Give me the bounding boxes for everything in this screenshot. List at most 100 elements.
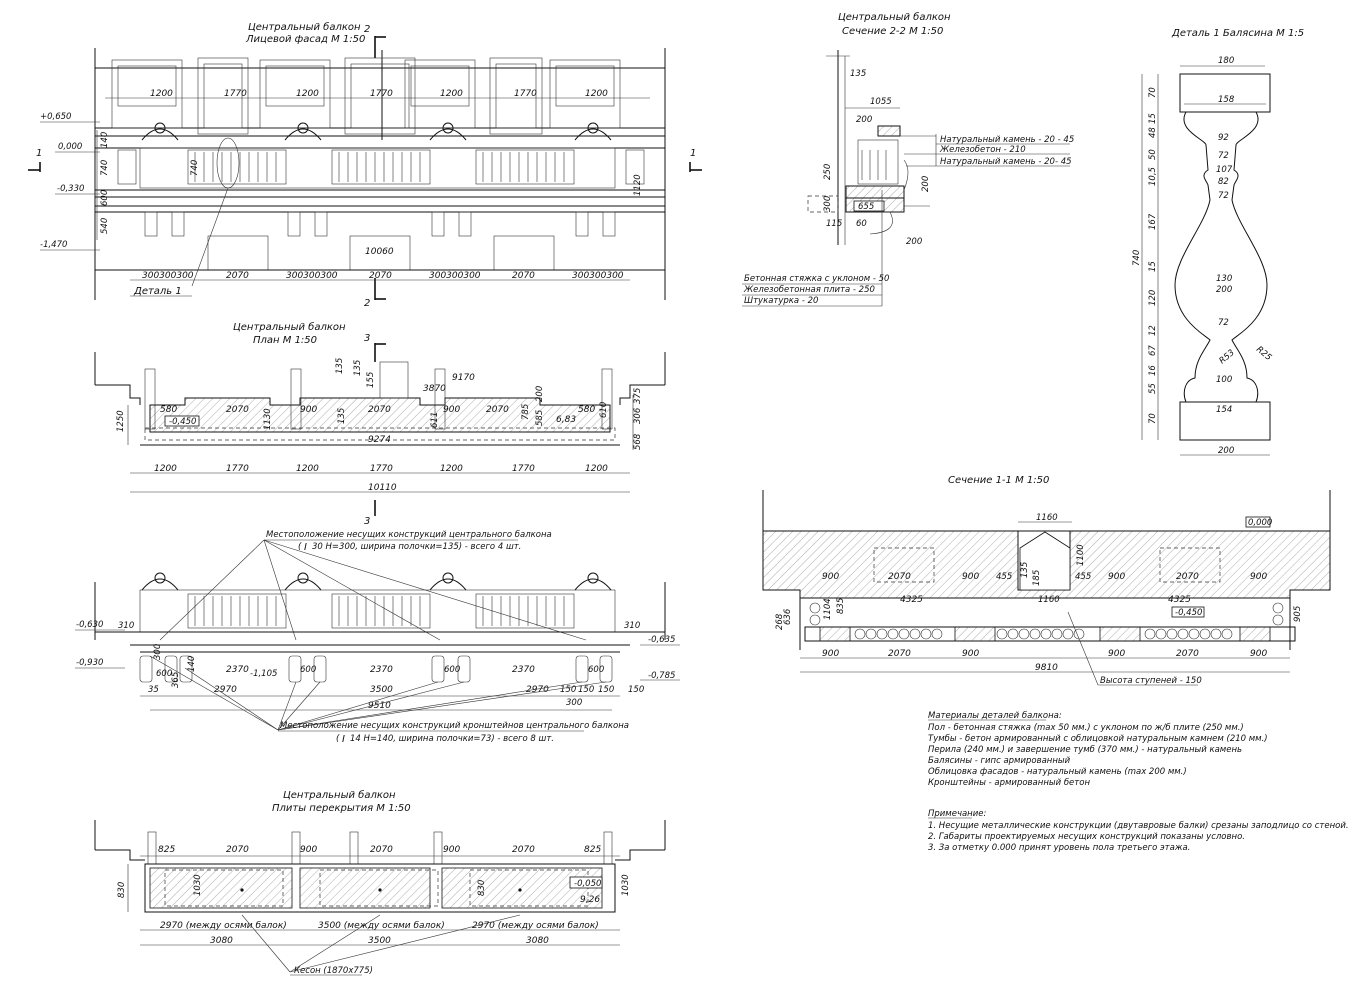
slabs-slope: 9,26 [580,895,600,905]
plan-inner-dim-6: 2070 [486,405,509,415]
bal-radius-1: R53 [1218,348,1237,366]
plan-left-dim: 1250 [116,410,126,432]
slabs-bottom-dim-2a: 3500 (между осями балок) [318,921,445,931]
sec22-dim-4: 250 [823,164,833,180]
bal-width-1: 180 [1218,56,1234,66]
plan-level: -0,450 [169,417,196,427]
supports-level-3: -0,635 [648,635,675,645]
bal-height-6: 167 [1148,213,1158,230]
slabs-top-dim-2: 2070 [226,845,249,855]
facade-window-dim-7: 1200 [585,89,608,99]
i-beam-icon: I [304,542,307,553]
facade-bottom-dim-7: 300300300 [572,271,624,281]
plan-right-dim-3: 375 [633,388,643,404]
slabs-top-dim-3: 900 [300,845,317,855]
notes-line-2: 2. Габариты проектируемых несущих констр… [928,832,1245,842]
supports-level-4: -0,785 [648,671,675,681]
materials-line-5: Облицовка фасадов - натуральный камень (… [928,767,1187,777]
sec11-vert-4: 1104 [823,598,833,620]
facade-left-dim-2: 740 [100,160,110,176]
plan-inner-dim-4: 2070 [368,405,391,415]
facade-detail-label: Деталь 1 [133,286,182,297]
sec11-row-dim-7: 2070 [1176,572,1199,582]
bal-height-5: 10,5 [1148,167,1158,186]
plan-total: 10110 [368,483,397,493]
supports-note-top-paren: ( [298,542,302,552]
facade-level-1: +0,650 [40,112,71,122]
plan-dim-9170: 9170 [452,373,475,383]
sec22-dim-1: 135 [850,69,866,79]
facade-window-dim-3: 1200 [296,89,319,99]
supports-view: Местоположение несущих конструкций центр… [75,530,680,745]
section-mark-1-right: 1 [690,148,696,159]
supports-dim-300: 300 [566,698,582,708]
sec11-bottom-dim-5: 900 [1108,649,1125,659]
sec11-vert-6: 636 [783,608,793,625]
materials-line-2: Тумбы - бетон армированный с облицовкой … [928,734,1268,744]
sec11-row-dim-4: 455 [996,572,1012,582]
plan-view: Центральный балкон План М 1:50 3 3 -0,45… [94,321,666,527]
supports-note-bot-1: Местоположение несущих конструкций кронш… [280,721,629,731]
sec11-dim-4325-a: 4325 [900,595,923,605]
facade-title-2: Лицевой фасад М 1:50 [245,34,365,45]
supports-dim-misc-3: 365 [171,672,181,688]
sec22-dim-7: 115 [826,219,842,229]
plan-inner-dim-3: 900 [300,405,317,415]
sec11-row-dim-8: 900 [1250,572,1267,582]
sec22-callout-1: Натуральный камень - 20 - 45 [940,135,1074,145]
bal-width-13: 200 [1218,446,1234,456]
bal-width-12: 154 [1216,405,1232,415]
sec11-dim-4325-b: 4325 [1168,595,1191,605]
section11-title: Сечение 1-1 М 1:50 [948,475,1049,486]
supports-dim-150-3: 150 [598,685,614,695]
sec22-layer-2: Железобетонная плита - 250 [743,285,875,295]
sec11-vert-7: 268 [775,613,785,630]
facade-left-dim-4: 540 [100,218,110,234]
sec22-dim-10: 200 [906,237,922,247]
supports-level-1: -0,630 [76,620,103,630]
facade-title-1: Центральный балкон [248,21,361,33]
notes-line-3: 3. За отметку 0.000 принят уровень пола … [928,843,1190,853]
plan-vert-dim-6: 200 [535,386,545,402]
notes-heading: Примечание: [928,809,986,819]
plan-inner-dim-2: 2070 [226,405,249,415]
supports-dim-misc-7: 600 [588,665,604,675]
supports-dim-3500: 3500 [370,685,393,695]
bal-total: 740 [1132,250,1142,266]
bal-height-9: 12 [1148,325,1158,336]
plan-inner-dim-1: 580 [160,405,177,415]
notes-block: Примечание: 1. Несущие металлические кон… [928,809,1349,853]
facade-level-4: -1,470 [40,240,67,250]
supports-dim-310-right: 310 [624,621,640,631]
plan-dim-9274: 9274 [368,435,391,445]
plan-bottom-dim-6: 1770 [512,464,535,474]
supports-note-top-2: 30 Н=300, ширина полочки=135) - всего 4 … [312,542,521,552]
sec11-total: 9810 [1035,663,1058,673]
slabs-top-dim-4: 2070 [370,845,393,855]
supports-dim-310-left: 310 [118,621,134,631]
facade-inner-dim: 740 [190,160,200,176]
bal-height-4: 50 [1148,149,1158,160]
sec11-level-top: 0,000 [1248,518,1272,528]
supports-dim-misc-6: 600 [444,665,460,675]
slabs-bottom-dim-3b: 3080 [526,936,549,946]
facade-window-dim-4: 1770 [370,89,393,99]
supports-dim-2970-2: 2970 [526,685,549,695]
plan-bottom-dim-5: 1200 [440,464,463,474]
plan-section-mark-top: 3 [364,333,370,344]
slabs-vert-dim-2: 830 [477,880,487,896]
plan-vert-dim-4: 785 [521,404,531,420]
sec11-bottom-dim-6: 2070 [1176,649,1199,659]
materials-heading: Материалы деталей балкона: [928,711,1062,721]
sec11-vert-1: 1100 [1076,544,1086,566]
bal-width-10: 72 [1218,318,1229,328]
bal-height-10: 67 [1148,345,1158,356]
section-mark-2-bottom: 2 [364,298,370,309]
facade-level-2: 0,000 [58,142,82,152]
sec11-bottom-dim-3: 900 [962,649,979,659]
sec11-bottom-dim-2: 2070 [888,649,911,659]
slabs-title-2: Плиты перекрытия М 1:50 [272,803,411,814]
supports-dim-2370-3: 2370 [512,665,535,675]
slabs-view: Центральный балкон Плиты перекрытия М 1:… [94,789,666,976]
